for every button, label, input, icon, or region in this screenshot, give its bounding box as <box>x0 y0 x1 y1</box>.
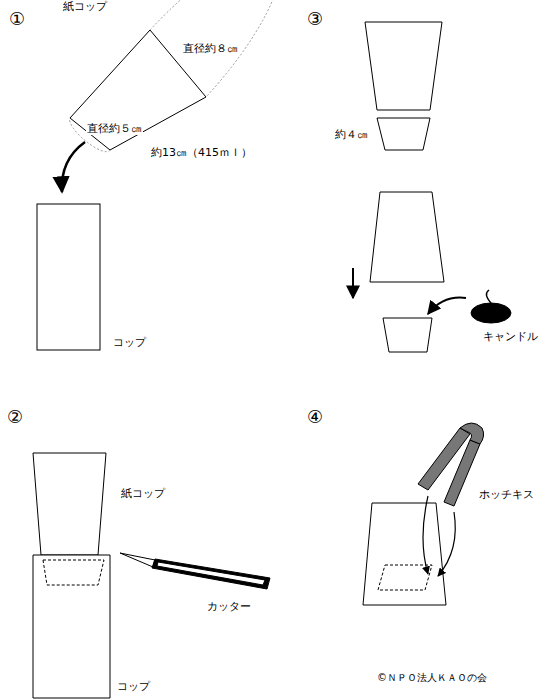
cup <box>37 204 100 350</box>
part-name: 紙コップ <box>120 487 166 500</box>
part-name: キャンドル <box>482 330 539 343</box>
step-number: ① <box>8 8 26 30</box>
step-number: ② <box>6 406 24 428</box>
part-name: カッター <box>206 600 252 613</box>
dimension: 約４㎝ <box>334 128 369 141</box>
dimension: 直径約５㎝ <box>86 122 143 135</box>
candle <box>471 303 511 323</box>
arrow <box>423 496 428 574</box>
arrow <box>62 142 85 192</box>
stapler <box>418 423 484 506</box>
cut-line <box>43 560 104 585</box>
dimension: 約13㎝（415ｍｌ） <box>150 146 253 159</box>
step-number: ④ <box>306 406 324 428</box>
down-arrow <box>352 268 354 298</box>
part-name: 紙コップ <box>62 0 108 13</box>
cut-bottom <box>383 318 432 352</box>
paper-cup <box>365 22 442 110</box>
cup <box>33 555 110 698</box>
part-name: コップ <box>112 336 147 349</box>
rim-ellipse <box>150 0 280 97</box>
arrow <box>428 298 466 314</box>
cut-bottom <box>377 118 430 150</box>
part-name: ホッチキス <box>478 488 535 501</box>
cutter <box>120 553 270 589</box>
dimension: 直径約８㎝ <box>182 42 239 55</box>
wick <box>486 290 491 303</box>
paper-cup <box>370 192 444 282</box>
folded-bottom <box>378 565 432 590</box>
cup <box>363 503 446 605</box>
arrow <box>438 512 455 576</box>
paper-cup <box>33 453 106 555</box>
part-name: コップ <box>116 680 151 693</box>
copyright-note: ©ＮＰＯ法人ＫＡＯの会 <box>376 672 488 684</box>
step-number: ③ <box>306 8 324 30</box>
